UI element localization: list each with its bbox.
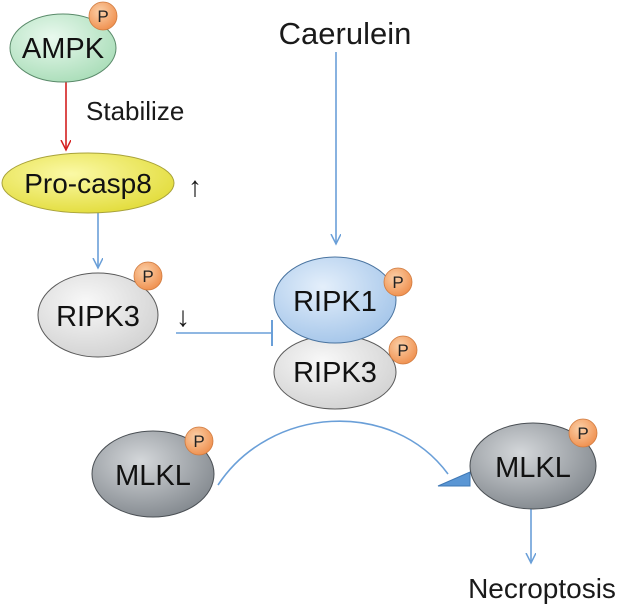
svg-text:P: P [193,432,204,451]
ripk1-label: RIPK1 [293,286,377,318]
mlkl-right-node: MLKL [469,422,597,510]
necroptosis-label: Necroptosis [468,573,616,604]
ripk3-complex-node: RIPK3 [273,334,397,410]
ripk1-phospho-badge: P [383,267,413,297]
svg-text:P: P [97,7,108,26]
mlkl-right-label: MLKL [495,452,571,484]
ripk3-left-phospho-badge: P [133,261,163,291]
mlkl-left-label: MLKL [115,460,191,492]
svg-text:P: P [397,341,408,360]
ampk-label: AMPK [22,33,105,65]
mlkl-left-node: MLKL [91,430,215,518]
up-arrow-indicator: ↑ [188,171,202,202]
mlkl-right-phospho-badge: P [568,418,598,448]
ripk3-complex-phospho-badge: P [388,335,418,365]
ampk-node: AMPK [9,13,117,83]
edge-ripk3-inhibits-complex [176,320,273,346]
caerulein-label: Caerulein [279,16,412,51]
pro-casp8-node: Pro-casp8 [1,152,175,214]
ripk3-left-label: RIPK3 [56,301,140,333]
stabilize-label: Stabilize [86,96,184,126]
down-arrow-indicator: ↓ [176,301,190,332]
svg-text:P: P [142,267,153,286]
ampk-phospho-badge: P [88,1,118,31]
edge-mlkl-phosphorylation [217,420,449,486]
edge-mlkl-arrowhead [437,471,471,487]
mlkl-left-phospho-badge: P [184,426,214,456]
pro-casp8-label: Pro-casp8 [24,168,152,199]
ripk3-left-node: RIPK3 [37,272,159,358]
ripk1-node: RIPK1 [273,256,397,344]
svg-text:P: P [577,424,588,443]
svg-text:P: P [392,273,403,292]
ripk3-complex-label: RIPK3 [293,357,377,389]
